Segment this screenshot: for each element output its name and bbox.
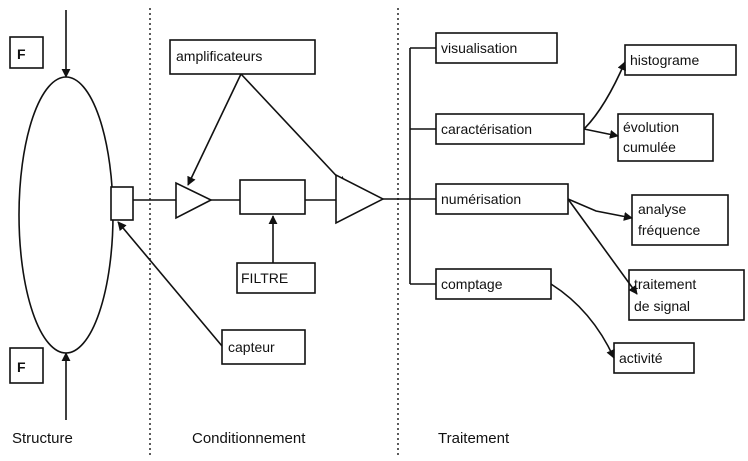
activity-label: activité bbox=[619, 350, 663, 366]
digitisation-box bbox=[435, 183, 569, 215]
section-label-structure: Structure bbox=[12, 430, 73, 447]
sensor-label: capteur bbox=[228, 339, 275, 355]
characterisation-to-histogram-arrow bbox=[583, 61, 626, 130]
processing-section: visualisation caractérisation numérisati… bbox=[383, 32, 745, 374]
signal-processing-label-line2: de signal bbox=[634, 298, 690, 314]
histogram-box bbox=[624, 44, 737, 76]
force-top-label: F bbox=[17, 46, 26, 62]
frequency-label-line1: analyse bbox=[638, 201, 686, 217]
activity-box bbox=[613, 342, 695, 374]
sensor-box bbox=[221, 329, 306, 365]
frequency-box bbox=[631, 194, 729, 246]
filter-box bbox=[236, 262, 316, 294]
counting-box bbox=[435, 268, 552, 300]
characterisation-box bbox=[435, 113, 585, 145]
amp-to-second-triangle-arrow bbox=[240, 73, 346, 186]
amp-to-first-triangle-arrow bbox=[187, 73, 242, 186]
filter-element bbox=[239, 179, 306, 215]
frequency-label-line2: fréquence bbox=[638, 222, 700, 238]
visualisation-box bbox=[435, 32, 558, 64]
amplifiers-label: amplificateurs bbox=[176, 48, 262, 64]
force-bottom-box bbox=[9, 347, 44, 384]
digitisation-to-frequency-arrow bbox=[567, 198, 633, 221]
characterisation-to-cumulative-arrow bbox=[583, 128, 619, 139]
cumulative-box bbox=[617, 113, 714, 162]
sensor-arrow bbox=[117, 221, 223, 347]
digitisation-to-signal-arrow bbox=[567, 198, 638, 295]
force-bottom-label: F bbox=[17, 359, 26, 375]
cumulative-label-line1: évolution bbox=[623, 119, 679, 135]
structure-ellipse bbox=[18, 76, 114, 354]
amplifier-triangle-2 bbox=[335, 173, 385, 225]
cumulative-label-line2: cumulée bbox=[623, 139, 676, 155]
section-label-processing: Traitement bbox=[438, 430, 510, 447]
signal-processing-box bbox=[628, 269, 745, 321]
amplifiers-box bbox=[169, 39, 316, 75]
visualisation-label: visualisation bbox=[441, 40, 517, 56]
section-label-conditioning: Conditionnement bbox=[192, 430, 306, 447]
amplifier-triangle-1 bbox=[175, 181, 213, 220]
filter-label: FILTRE bbox=[241, 270, 288, 286]
conditioning-section: amplificateurs FILTRE capteur bbox=[117, 39, 385, 365]
histogram-label: histograme bbox=[630, 52, 699, 68]
signal-processing-label-line1: traitement bbox=[634, 276, 696, 292]
force-top-box bbox=[9, 36, 44, 69]
structure-section: F F bbox=[9, 10, 134, 420]
digitisation-label: numérisation bbox=[441, 191, 521, 207]
sensor-element bbox=[110, 186, 134, 221]
characterisation-label: caractérisation bbox=[441, 121, 532, 137]
counting-label: comptage bbox=[441, 276, 503, 292]
counting-to-activity-arrow bbox=[550, 283, 615, 359]
